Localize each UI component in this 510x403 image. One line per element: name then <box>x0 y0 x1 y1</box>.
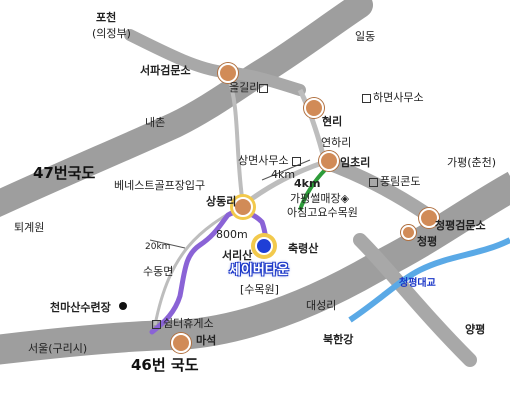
label-seorisan: 서리산 <box>222 249 253 262</box>
route-4km-line <box>261 159 311 181</box>
label-chungnyeongsan: 축령산 <box>288 242 319 255</box>
label-seopa-checkpoint: 서파검문소 <box>140 64 191 77</box>
label-20km: 20km <box>145 242 171 252</box>
imchori-marker <box>319 151 339 171</box>
label-maseok: 마석 <box>196 334 217 347</box>
label-route-47: 47번국도 <box>33 164 96 182</box>
road-branch-south <box>353 233 477 367</box>
square-icon <box>369 177 378 187</box>
hyeonri-marker <box>304 98 324 118</box>
route-20km-line <box>149 239 186 249</box>
label-gapyeong-ssalmaejang: 가평썰매장◈ <box>290 192 350 205</box>
label-toegyewon: 퇴계원 <box>14 221 45 234</box>
maseok-marker <box>171 333 191 353</box>
green-road <box>298 168 327 211</box>
label-4km-1: 4km <box>271 168 296 181</box>
label-sudongmyeon: 수동면 <box>143 265 174 278</box>
road-47 <box>0 0 373 217</box>
label-rest-area: 쉼터휴게소 <box>152 318 214 329</box>
label-hyeonri: 현리 <box>322 115 343 128</box>
label-bukhangang: 북한강 <box>323 333 354 346</box>
label-uijeongbu: (의정부) <box>92 27 131 40</box>
label-800m: 800m <box>216 228 248 241</box>
square-icon <box>259 83 269 93</box>
label-imchori: 임초리 <box>340 156 371 169</box>
label-cheongpyeong-bridge: 청평대교 <box>399 278 436 289</box>
label-seoul-guri: 서울(구리시) <box>28 342 88 355</box>
road-46 <box>0 171 510 365</box>
diamond-icon: ◈ <box>340 192 350 205</box>
label-4km-2: 4km <box>294 177 321 190</box>
junction-marker <box>119 302 127 310</box>
label-route-46: 46번 국도 <box>131 356 199 374</box>
label-hamyeon-office: 하면사무소 <box>362 92 424 103</box>
square-icon <box>152 319 161 329</box>
label-seibeo-town: 세이버타운 <box>229 263 289 278</box>
label-achim-arboretum: 아침고요수목원 <box>287 206 358 219</box>
label-sangdongri: 상동리 <box>206 195 237 208</box>
label-cheonmasan-gate: 천마산수련장 <box>50 301 111 314</box>
road-local-3 <box>226 74 245 206</box>
label-cheongpyeong-checkpoint: 청평검문소 <box>435 219 486 232</box>
label-cheongpyeong: 청평 <box>417 235 438 248</box>
label-gapyeong: 가평(춘천) <box>447 156 497 169</box>
cheongpyeong-marker <box>401 225 416 240</box>
sangdongri-marker <box>233 197 253 217</box>
square-icon <box>292 156 302 166</box>
label-sumokwon: [수목원] <box>240 283 279 296</box>
road-local-1 <box>241 159 326 208</box>
bukhangang-river <box>348 237 510 323</box>
route-path <box>149 209 270 335</box>
label-yangpyeong: 양평 <box>465 323 486 336</box>
seopa-checkpoint-marker <box>218 63 238 83</box>
label-pocheon: 포천 <box>96 11 117 24</box>
label-sangmyeon-office: 상면사무소 <box>238 155 303 166</box>
square-icon <box>362 93 371 103</box>
cheongpyeong-checkpoint-marker <box>419 208 439 228</box>
label-daeseongri: 대성리 <box>306 299 337 312</box>
label-pungnim-condo: 풍림콘도 <box>369 176 420 187</box>
label-eulgeolli: 을길리 <box>229 82 270 93</box>
destination-marker <box>255 237 273 255</box>
label-yeonhari: 연하리 <box>321 136 352 149</box>
label-naechon: 내촌 <box>145 116 166 129</box>
label-ildong: 일동 <box>355 30 376 43</box>
label-bene-golf: 베네스트골프장입구 <box>114 179 206 192</box>
